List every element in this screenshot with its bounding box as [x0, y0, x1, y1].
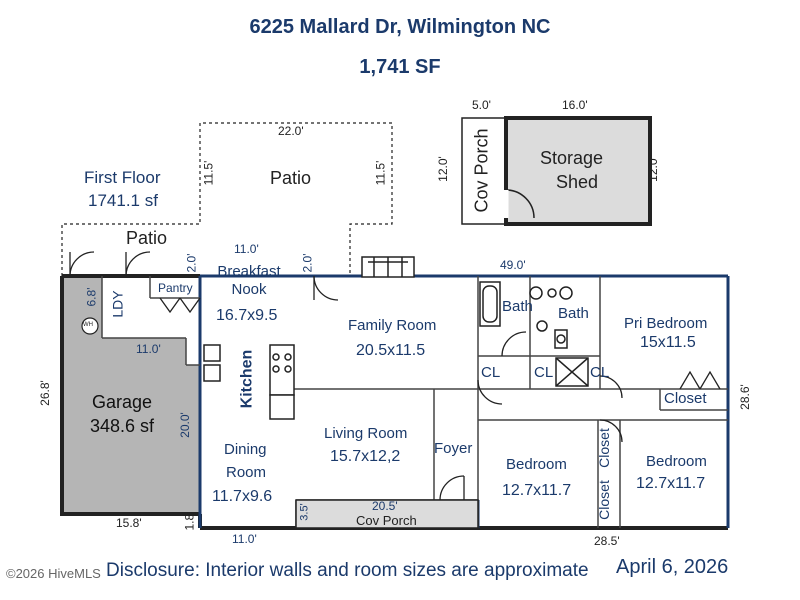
label-closet-vertical-2: Closet — [595, 480, 612, 520]
front-porch — [295, 499, 479, 529]
dim-dining-height: 20.0' — [177, 412, 192, 438]
label-bath-1: Bath — [502, 298, 533, 315]
floor-area: 1741.1 sf — [88, 191, 158, 210]
dim-nook-gap-right: 2.0' — [300, 253, 315, 273]
label-bedroom-2: Bedroom — [646, 453, 707, 470]
size-pri-bedroom: 15x11.5 — [640, 334, 696, 351]
label-closet-cl-1: CL — [481, 364, 501, 381]
floor-label: First Floor — [84, 168, 161, 187]
dim-bottom-width: 11.0' — [232, 532, 257, 546]
label-living-room: Living Room — [324, 425, 408, 442]
dim-bottom-right-width: 28.5' — [594, 534, 620, 548]
dim-garage-width: 15.8' — [116, 516, 142, 530]
shed-door-swing — [505, 189, 535, 219]
dim-nook-gap-left: 2.0' — [184, 253, 199, 273]
label-wh: WH — [83, 322, 93, 328]
dim-ldy: 6.8' — [84, 287, 99, 307]
dim-patio-width: 22.0' — [278, 124, 304, 138]
dim-shed-height-left: 12.0' — [435, 156, 450, 182]
label-garage: Garage — [92, 392, 153, 412]
label-shed-cov-porch: Cov Porch — [471, 128, 492, 213]
label-closet: Closet — [664, 390, 707, 407]
storage-shed — [461, 116, 652, 226]
doors — [69, 251, 721, 501]
shower — [555, 357, 589, 387]
copyright-text: ©2026 HiveMLS — [6, 566, 101, 581]
size-breakfast-nook: 16.7x9.5 — [216, 307, 278, 324]
label-dining: Dining — [224, 441, 267, 458]
area-garage: 348.6 sf — [90, 416, 155, 436]
size-bedroom-1: 12.7x11.7 — [502, 482, 572, 499]
patio-outline — [61, 122, 393, 276]
dim-patio-height-left: 11.5' — [201, 160, 216, 186]
dim-shed-porch-width: 5.0' — [472, 98, 491, 112]
label-pri-bedroom: Pri Bedroom — [624, 315, 708, 332]
label-closet-cl-3: CL — [590, 364, 610, 381]
dim-porch-width: 20.5' — [372, 499, 398, 513]
dim-nook-width: 11.0' — [234, 242, 259, 256]
label-patio-upper: Patio — [270, 168, 312, 188]
size-living-room: 15.7x12,2 — [330, 448, 401, 465]
dim-house-width: 49.0' — [500, 258, 526, 272]
label-pantry: Pantry — [158, 281, 193, 295]
size-family-room: 20.5x11.5 — [356, 342, 426, 359]
date-text: April 6, 2026 — [616, 556, 729, 578]
area-title: 1,741 SF — [359, 56, 441, 78]
dim-porch-height: 3.5' — [298, 503, 311, 521]
label-foyer: Foyer — [434, 440, 473, 457]
dim-patio-height-right: 11.5' — [373, 160, 388, 186]
water-heater-icon — [81, 317, 99, 335]
label-breakfast-nook: Breakfast Nook — [217, 263, 281, 298]
label-front-cov-porch: Cov Porch — [356, 513, 417, 528]
disclosure-text: Disclosure: Interior walls and room size… — [106, 560, 589, 581]
label-dining-room: Room — [226, 464, 267, 481]
dim-house-height-left: 26.8' — [37, 380, 52, 406]
dim-shed-height-right: 12.0' — [645, 156, 660, 182]
fireplace — [361, 256, 415, 278]
dim-garage-inner-width: 11.0' — [136, 342, 161, 356]
label-shed: Shed — [556, 172, 599, 192]
label-closet-cl-2: CL — [534, 364, 554, 381]
dim-house-height-right: 28.6' — [737, 384, 752, 410]
label-bedroom-1: Bedroom — [506, 456, 567, 473]
bathroom-fixtures — [479, 281, 573, 349]
label-storage: Storage — [540, 148, 604, 168]
dim-shed-width: 16.0' — [562, 98, 588, 112]
label-kitchen: Kitchen — [238, 349, 256, 409]
label-bath-2: Bath — [558, 305, 589, 322]
dim-step-height: 1.8' — [182, 511, 197, 531]
label-ldy: LDY — [109, 290, 126, 318]
label-family-room: Family Room — [348, 317, 437, 334]
size-bedroom-2: 12.7x11.7 — [636, 475, 706, 492]
address-title: 6225 Mallard Dr, Wilmington NC — [249, 16, 551, 38]
kitchen-appliances — [203, 344, 295, 420]
label-patio-lower: Patio — [126, 228, 168, 248]
label-closet-vertical-1: Closet — [595, 428, 612, 468]
size-dining: 11.7x9.6 — [212, 488, 273, 505]
